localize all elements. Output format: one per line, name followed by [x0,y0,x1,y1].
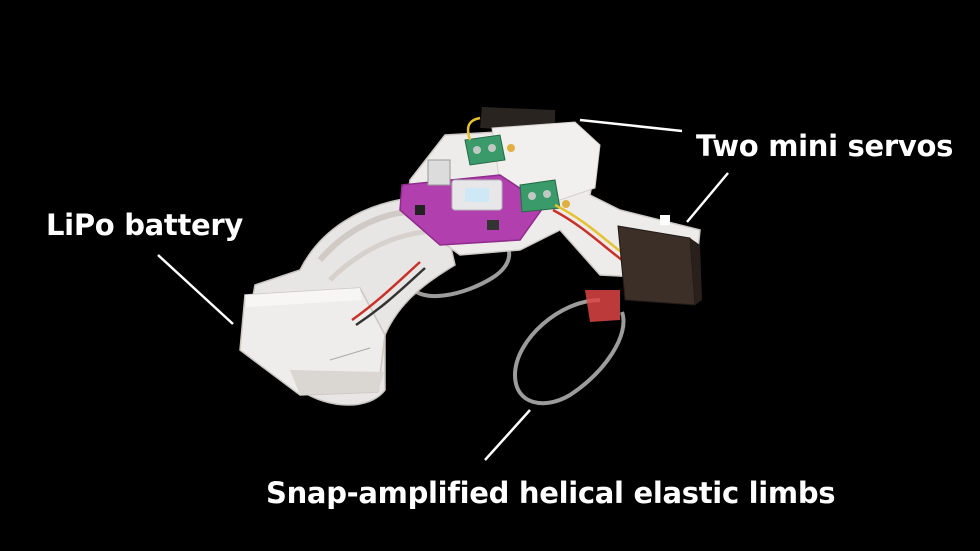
battery-label: LiPo battery [46,208,244,242]
servo-motor [585,215,702,322]
servos-label: Two mini servos [696,129,954,163]
leader-line [157,118,729,461]
terminal-block [464,134,561,213]
limbs-label: Snap-amplified helical elastic limbs [266,476,836,510]
servo-motor [480,107,601,201]
pcb-board [399,159,547,246]
battery-pack [239,287,386,396]
